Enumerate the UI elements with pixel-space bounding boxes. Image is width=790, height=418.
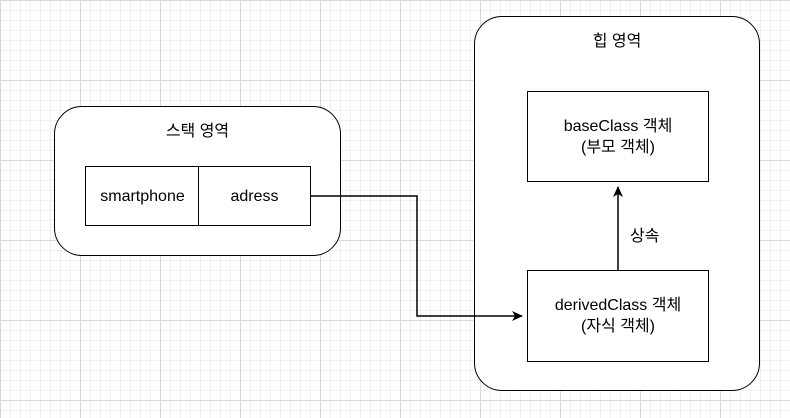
base-class-object-box: baseClass 객체 (부모 객체) bbox=[527, 91, 709, 182]
inheritance-label: 상속 bbox=[630, 228, 660, 245]
derived-class-object-box: derivedClass 객체 (자식 객체) bbox=[527, 270, 709, 362]
derived-class-object-line1: derivedClass 객체 bbox=[554, 297, 682, 314]
base-class-object-line2: (부모 객체) bbox=[581, 138, 655, 156]
stack-area-title: 스택 영역 bbox=[165, 123, 230, 140]
stack-cell-adress-label: adress bbox=[230, 187, 279, 205]
derived-class-object-line2: (자식 객체) bbox=[581, 318, 655, 335]
base-class-object-line1: baseClass 객체 bbox=[563, 117, 673, 135]
heap-area-title: 힙 영역 bbox=[592, 33, 642, 50]
stack-cell-smartphone-label: smartphone bbox=[100, 187, 185, 205]
stack-cell-adress: adress bbox=[198, 166, 311, 226]
stack-cell-smartphone: smartphone bbox=[85, 166, 200, 226]
